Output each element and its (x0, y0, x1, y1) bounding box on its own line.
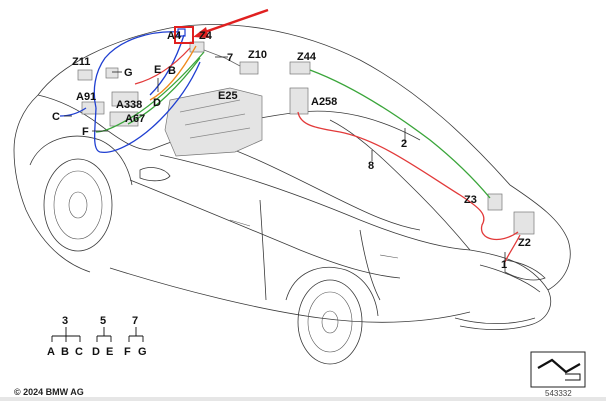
labels: A4 Z4 Z11 G E B 7 Z10 Z44 A91 D A338 E25… (52, 30, 531, 271)
component-a338 (111, 91, 139, 107)
legend-group-7-number: 7 (132, 315, 138, 327)
label-7: 7 (227, 52, 233, 64)
wire-orange-1 (149, 45, 197, 101)
label-a67: A67 (125, 113, 145, 125)
label-z2: Z2 (518, 237, 531, 249)
component-a258 (289, 87, 309, 115)
a4-blue-marker (177, 28, 186, 37)
component-z4 (189, 41, 205, 53)
legend-group-3-a: A (47, 346, 55, 358)
wire-green-3 (127, 57, 201, 125)
label-a4: A4 (167, 30, 182, 42)
label-2: 2 (401, 138, 407, 150)
copyright-text: © 2024 BMW AG (14, 387, 84, 397)
diagram-number: 543332 (545, 389, 572, 398)
legend-group-3-number: 3 (62, 315, 68, 327)
wire-red-1 (297, 111, 519, 241)
red-arrow-icon (193, 8, 269, 38)
legend-group-7-g: G (138, 346, 147, 358)
wire-blue-1 (93, 31, 181, 109)
component-e25 (164, 87, 263, 157)
bottom-scrollbar-strip (0, 397, 606, 401)
car-outline (13, 24, 571, 365)
wire-blue-2 (93, 61, 201, 153)
label-8: 8 (368, 160, 374, 172)
label-d: D (153, 97, 161, 109)
label-z44: Z44 (297, 51, 317, 63)
label-z10: Z10 (248, 49, 267, 61)
component-z3 (487, 193, 503, 211)
wire-red-3 (504, 234, 521, 263)
label-1: 1 (501, 259, 507, 271)
component-z2 (513, 211, 535, 235)
legend-group-7-f: F (124, 346, 131, 358)
label-z11: Z11 (72, 56, 90, 68)
wire-blue-4 (149, 34, 185, 96)
component-z10 (239, 61, 259, 75)
component-a91 (81, 101, 105, 115)
leader-lines (64, 56, 506, 262)
wires (59, 31, 521, 263)
label-e: E (154, 64, 161, 76)
legend-group-5-number: 5 (100, 315, 106, 327)
label-f: F (82, 126, 89, 138)
legend-group-3-b: B (61, 346, 69, 358)
legend-group-5-e: E (106, 346, 113, 358)
a4-highlight-box (174, 26, 194, 44)
label-c: C (52, 111, 60, 123)
component-z44 (289, 61, 311, 75)
component-z11 (77, 69, 93, 81)
legend-group-5-d: D (92, 346, 100, 358)
wire-red-2 (134, 47, 191, 85)
cable-pictogram-icon (530, 351, 586, 388)
wire-green-1 (95, 51, 205, 133)
label-g: G (124, 67, 133, 79)
wire-green-2 (309, 69, 491, 199)
label-a91: A91 (76, 91, 96, 103)
legend (51, 327, 144, 342)
component-g (105, 67, 119, 79)
label-a258: A258 (311, 96, 337, 108)
legend-group-3-c: C (75, 346, 83, 358)
label-e25: E25 (218, 90, 238, 102)
wire-blue-3 (59, 107, 87, 117)
label-z4: Z4 (199, 30, 213, 42)
legend-labels: 3 A B C 5 D E 7 F G (47, 315, 147, 358)
label-b: B (168, 65, 176, 77)
label-a338: A338 (116, 99, 142, 111)
label-z3: Z3 (464, 194, 477, 206)
